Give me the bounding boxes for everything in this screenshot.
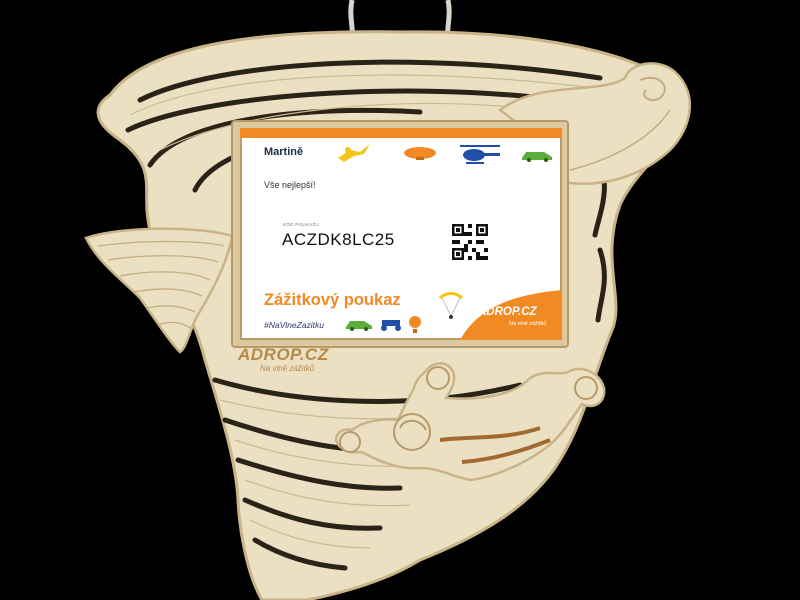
qr-code-icon bbox=[452, 224, 488, 260]
skydiver-icon bbox=[338, 144, 370, 162]
wave-cloud-line bbox=[569, 109, 671, 171]
small-tornado bbox=[84, 227, 234, 354]
voucher-title: Zážitkový poukaz bbox=[264, 291, 401, 309]
voucher-brand-corner bbox=[460, 290, 562, 340]
voucher-brand-tagline: Na vlně zážitků bbox=[509, 321, 547, 327]
car-icon bbox=[522, 152, 552, 162]
wave-cloud-curl bbox=[639, 77, 666, 102]
voucher-card: Martině Vše nejlepší! KÓD POUKAZU ACZDK8… bbox=[240, 128, 562, 340]
voucher-greeting: Vše nejlepší! bbox=[264, 180, 316, 190]
airship-icon bbox=[404, 147, 436, 160]
balloon-icon bbox=[409, 316, 421, 333]
voucher-code: ACZDK8LC25 bbox=[282, 230, 395, 249]
voucher-top-bar bbox=[240, 128, 562, 138]
engraved-brand-logo: ADROP.CZ bbox=[238, 345, 329, 364]
helicopter-icon bbox=[460, 145, 500, 164]
skydiver-figure bbox=[334, 362, 606, 482]
voucher-recipient: Martině bbox=[264, 146, 304, 158]
atv-icon bbox=[381, 320, 401, 331]
car-icon bbox=[346, 321, 372, 331]
engraved-brand-tagline: Na vlně zážitků bbox=[260, 364, 315, 373]
voucher-hashtag: #NaVlneZazitku bbox=[264, 320, 325, 330]
voucher-code-label: KÓD POUKAZU bbox=[283, 222, 320, 227]
voucher-brand-logo: ADROP.CZ bbox=[478, 306, 537, 318]
paraglider-icon bbox=[438, 292, 464, 319]
tornado-swirl-engraving bbox=[129, 74, 611, 549]
